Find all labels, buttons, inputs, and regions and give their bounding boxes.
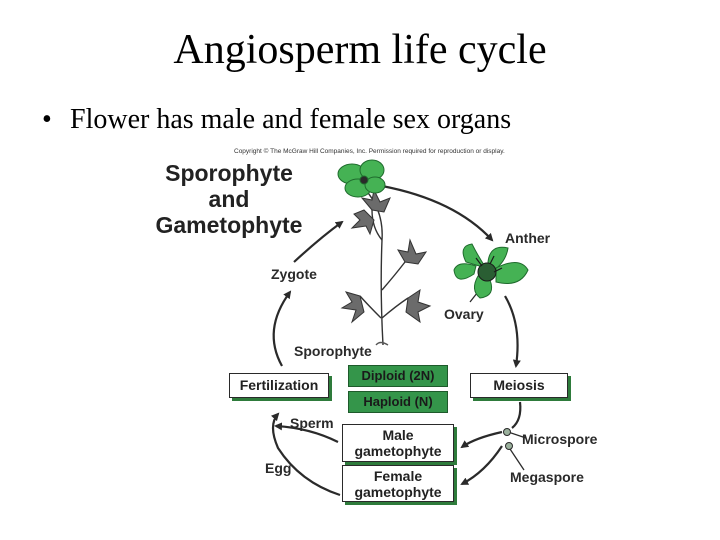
- meiosis-box: Meiosis: [470, 373, 568, 398]
- leaf: [360, 188, 391, 213]
- leaf: [405, 288, 432, 324]
- male-gametophyte-line-2: gametophyte: [354, 443, 442, 459]
- female-gametophyte-line-2: gametophyte: [354, 484, 442, 500]
- figure-title-line-3: Gametophyte: [155, 212, 303, 238]
- arrow-to-meiosis: [504, 295, 521, 368]
- arrow-to-female-gametophyte: [460, 445, 503, 485]
- flower-petal: [474, 275, 493, 299]
- arrow-egg-to-fertilization: [271, 412, 341, 497]
- figure-title-line-1: Sporophyte: [165, 160, 293, 186]
- flower-petal: [453, 263, 477, 280]
- flower-center: [477, 262, 497, 282]
- figure-title: Sporophyte and Gametophyte: [146, 160, 312, 238]
- leaf: [340, 291, 365, 324]
- top-flower: [337, 159, 386, 198]
- flower-closeup: [453, 243, 529, 299]
- arrow-meiosis-down: [511, 401, 522, 429]
- microspore-dot: [503, 428, 511, 436]
- slide-title: Angiosperm life cycle: [173, 27, 547, 73]
- egg-label: Egg: [265, 460, 292, 476]
- fertilization-box: Fertilization: [229, 373, 329, 398]
- arrow-fertilization-to-zygote: [272, 290, 292, 367]
- arrow-zygote-to-plant: [293, 220, 344, 263]
- flower-petal: [495, 262, 529, 284]
- anther-label: Anther: [505, 230, 551, 246]
- diploid-box: Diploid (2N): [348, 365, 448, 387]
- sporophyte-label: Sporophyte: [294, 343, 372, 359]
- bullet-text: Flower has male and female sex organs: [70, 104, 512, 135]
- bullet-item: • Flower has male and female sex organs: [42, 104, 511, 136]
- arrow-to-anther: [381, 184, 494, 242]
- arrow-to-sperm: [274, 422, 339, 443]
- female-gametophyte-box: Female gametophyte: [342, 465, 454, 502]
- microspore-label: Microspore: [522, 431, 598, 447]
- sperm-label: Sperm: [290, 415, 334, 431]
- megaspore-label: Megaspore: [510, 469, 584, 485]
- leaf: [397, 238, 428, 265]
- arrow-to-male-gametophyte: [460, 430, 503, 449]
- female-gametophyte-line-1: Female: [373, 468, 423, 484]
- microspore-pointer-line: [507, 431, 527, 439]
- haploid-box: Haploid (N): [348, 391, 448, 413]
- bullet-symbol: •: [42, 104, 52, 135]
- megaspore-dot: [505, 442, 513, 450]
- male-gametophyte-box: Male gametophyte: [342, 424, 454, 462]
- leaf: [350, 209, 375, 236]
- figure-title-line-2: and: [208, 186, 250, 212]
- plant-leaves: [340, 188, 432, 324]
- pointer-lines: [469, 273, 527, 471]
- megaspore-pointer-line: [507, 445, 525, 471]
- zygote-label: Zygote: [271, 266, 317, 282]
- male-gametophyte-line-1: Male: [382, 427, 414, 443]
- copyright-notice: Copyright © The McGraw Hill Companies, I…: [234, 148, 505, 155]
- ovary-label: Ovary: [444, 306, 484, 322]
- cycle-arrows: [271, 184, 522, 497]
